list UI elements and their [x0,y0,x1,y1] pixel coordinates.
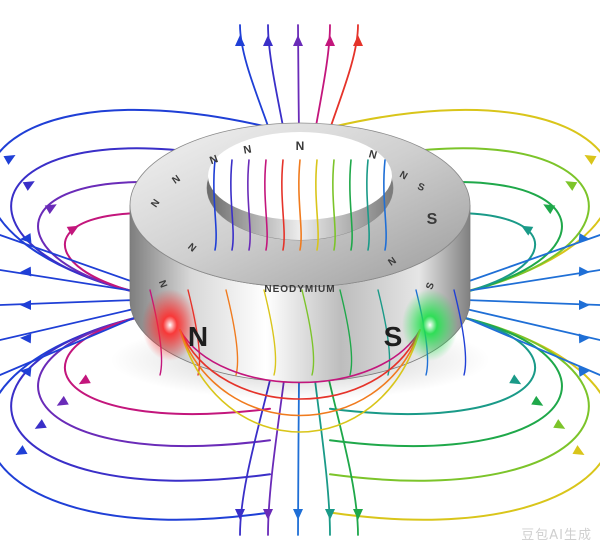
field-line [366,159,370,251]
field-arrowhead [20,333,32,344]
field-line [264,159,268,251]
field-arrowhead [263,509,273,520]
field-line [225,289,239,376]
field-line [179,329,421,400]
field-arrowhead [66,225,79,236]
field-arrowhead [20,233,32,244]
field-arrowhead [22,181,35,191]
field-arrowhead [20,300,31,310]
field-arrowhead [56,395,69,406]
south-pole-label: S [384,321,403,352]
field-line [298,159,302,251]
ring-n-label: N [296,139,305,153]
ring-n-label: N [397,169,409,182]
field-line [464,299,600,306]
field-line [10,309,271,482]
field-arrowhead [44,204,57,215]
field-line [230,159,234,251]
field-line [332,159,336,251]
field-line [383,159,387,251]
field-arrowhead [543,204,556,215]
field-line [0,234,136,284]
field-line [179,329,421,417]
field-line [349,159,353,251]
field-line [339,289,353,376]
field-arrowhead [20,266,32,277]
field-line [0,316,136,376]
field-arrowhead [293,35,303,46]
field-arrowhead [509,374,522,385]
field-arrowhead [565,181,578,191]
field-arrowhead [584,155,597,165]
ring-n-label: N [208,153,220,167]
field-arrowhead [34,419,47,429]
field-line [263,289,277,376]
field-line [0,269,136,293]
magnet-hole [207,132,393,240]
field-line [37,309,271,448]
field-arrowhead [578,233,590,244]
field-line [247,159,251,251]
field-line [453,289,467,376]
field-arrowhead [3,155,16,165]
field-arrowhead [578,266,590,277]
field-arrowhead [235,35,245,46]
field-line [64,309,271,415]
field-arrowhead [325,509,335,520]
field-arrowhead [572,445,585,455]
field-line [329,309,563,448]
field-line [464,307,600,341]
north-pole-label: N [188,321,208,352]
field-arrowhead [78,374,91,385]
field-arrowhead [531,395,544,406]
field-arrowhead [235,509,245,520]
field-line [281,159,285,251]
ring-n-label: N [367,148,378,162]
field-line [464,316,600,376]
field-arrowhead [553,419,566,429]
field-arrowhead [263,35,273,46]
watermark: 豆包AI生成 [521,528,592,543]
field-arrowhead [578,333,590,344]
ring-s-label: S [427,211,438,228]
field-arrowhead [578,366,590,377]
field-line [301,289,315,376]
field-line [464,234,600,284]
field-arrowhead [353,35,363,46]
ring-s-label: S [416,181,426,194]
field-lines-background [0,24,600,536]
field-line [10,147,271,301]
ring-n-label: N [243,143,253,156]
field-line [464,269,600,293]
field-arrowhead [579,300,590,310]
field-line [329,147,590,301]
field-arrowhead [325,35,335,46]
field-line [329,309,590,482]
south-pole-glow [402,289,458,361]
field-line [0,299,136,306]
field-line [179,329,421,384]
field-line [179,329,421,433]
field-arrowhead [521,225,534,236]
field-line [329,309,536,415]
brand-label: NEODYMIUM [264,284,335,295]
field-line [0,307,136,341]
field-arrowhead [293,509,303,520]
north-pole-glow [142,289,198,361]
field-line [213,159,217,251]
field-arrowhead [15,445,28,455]
field-line [315,159,319,251]
ring-n-label: N [156,279,169,290]
field-lines-foreground [149,159,467,433]
ring-s-label: S [424,281,437,291]
field-arrowhead [353,509,363,520]
field-arrowhead [20,366,32,377]
